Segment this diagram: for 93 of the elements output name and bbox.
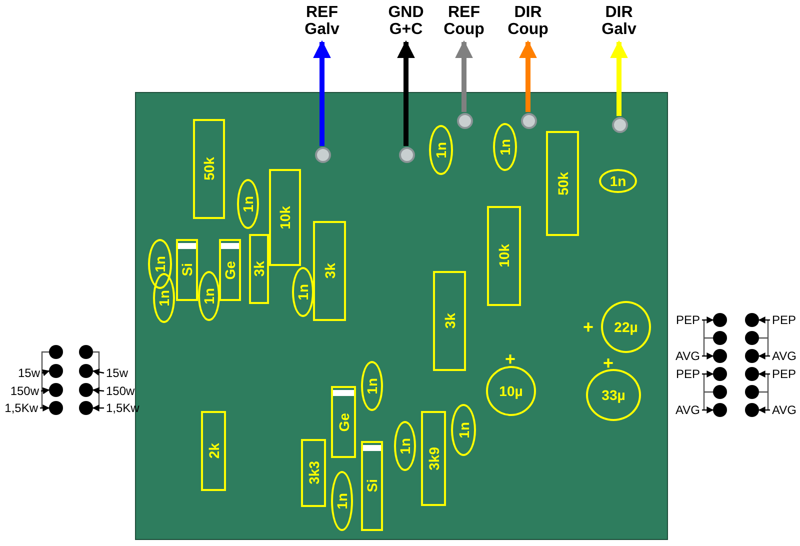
capacitor-marking: 1n <box>292 267 314 317</box>
port-label: DIR Coup <box>503 4 553 40</box>
arrow <box>92 387 104 394</box>
solder-pad <box>612 117 628 133</box>
arrow <box>702 406 714 414</box>
component-marking: Si <box>361 441 383 531</box>
jumper-label: 15w <box>16 366 40 380</box>
jumper-pin <box>745 385 759 399</box>
capacitor-marking: 1n <box>599 169 637 193</box>
port-label: GND G+C <box>381 4 431 40</box>
jumper-pin <box>79 345 93 359</box>
polarity-mark: + <box>505 350 516 368</box>
port-label: REF Galv <box>297 4 347 40</box>
jumper-label: PEP <box>672 367 700 381</box>
arrow <box>42 369 50 376</box>
solder-pad <box>315 147 331 163</box>
capacitor-marking: 1n <box>153 273 175 323</box>
arrow <box>702 352 714 360</box>
capacitor-marking: 33µ <box>586 369 641 421</box>
jumper-pin <box>745 403 759 417</box>
capacitor-marking: 1n <box>361 361 383 411</box>
arrow <box>92 368 104 376</box>
component-marking: 50k <box>193 119 225 219</box>
capacitor-marking: 1n <box>394 421 416 471</box>
arrow <box>758 316 770 324</box>
jumper-pin <box>49 345 63 359</box>
jumper-label: 150w <box>106 384 140 398</box>
capacitor-marking: 1n <box>331 471 353 531</box>
jumper-pin <box>713 403 727 417</box>
arrow <box>40 404 50 412</box>
arrow <box>455 40 473 112</box>
arrow <box>758 370 770 378</box>
arrow <box>702 316 714 324</box>
port-label: DIR Galv <box>594 4 644 40</box>
jumper-pin <box>745 331 759 345</box>
arrow <box>40 387 50 394</box>
arrow <box>758 352 770 360</box>
jumper-pin <box>79 383 93 397</box>
capacitor-marking: 1n <box>198 271 220 321</box>
arrow <box>702 370 714 378</box>
component-marking: 50k <box>546 131 579 236</box>
jumper-label: PEP <box>772 313 800 327</box>
solder-pad <box>521 113 537 129</box>
polarity-mark: + <box>603 354 614 372</box>
arrow <box>758 406 770 414</box>
capacitor-marking: 1n <box>493 123 517 171</box>
jumper-label: 1,5Kw <box>0 401 38 415</box>
jumper-pin <box>49 401 63 415</box>
jumper-label: PEP <box>672 313 700 327</box>
component-marking: Si <box>176 239 198 301</box>
component-marking: 3k9 <box>421 411 446 506</box>
jumper-label: 150w <box>5 384 39 398</box>
jumper-pin <box>79 364 93 378</box>
component-marking: Ge <box>331 386 356 458</box>
component-marking: Ge <box>219 239 241 301</box>
jumper-pin <box>713 385 727 399</box>
capacitor-marking: 10µ <box>486 366 536 416</box>
arrow <box>313 40 331 146</box>
jumper-label: PEP <box>772 367 800 381</box>
component-marking: 2k <box>201 411 226 491</box>
jumper-label: 15w <box>106 366 130 380</box>
component-marking: 3k3 <box>301 439 326 507</box>
solder-pad <box>399 147 415 163</box>
jumper-pin <box>49 383 63 397</box>
jumper-pin <box>745 349 759 363</box>
jumper-label: AVG <box>772 349 800 363</box>
jumper-pin <box>713 367 727 381</box>
jumper-pin <box>713 313 727 327</box>
arrow <box>397 40 415 146</box>
capacitor-marking: 1n <box>451 404 476 456</box>
arrow <box>92 404 104 412</box>
jumper-label: AVG <box>772 403 800 417</box>
component-marking: 10k <box>487 206 521 306</box>
jumper-pin <box>49 364 63 378</box>
component-marking: 3k <box>249 234 269 304</box>
capacitor-marking: 22µ <box>601 301 651 353</box>
jumper-pin <box>79 401 93 415</box>
solder-pad <box>457 113 473 129</box>
arrow <box>610 40 628 116</box>
component-marking: 3k <box>433 271 466 371</box>
port-label: REF Coup <box>439 4 489 40</box>
capacitor-marking: 1n <box>148 239 172 289</box>
component-marking: 3k <box>313 221 346 321</box>
jumper-label: AVG <box>672 403 700 417</box>
polarity-mark: + <box>583 318 594 336</box>
jumper-pin <box>713 331 727 345</box>
jumper-pin <box>745 367 759 381</box>
capacitor-marking: 1n <box>429 125 453 175</box>
component-marking: 10k <box>269 169 301 266</box>
capacitor-marking: 1n <box>237 179 259 229</box>
jumper-pin <box>745 313 759 327</box>
jumper-label: AVG <box>672 349 700 363</box>
jumper-pin <box>713 349 727 363</box>
